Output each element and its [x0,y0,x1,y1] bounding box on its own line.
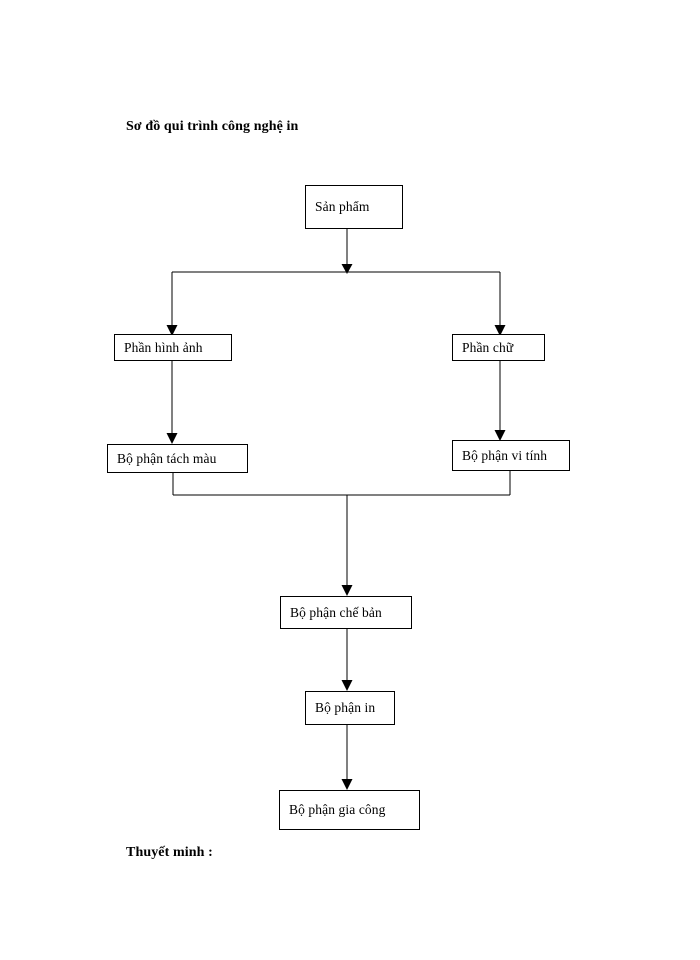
arrowhead-bo-phan-che-ban [341,585,353,596]
node-bo-phan-in[interactable]: Bộ phận in [305,691,395,725]
page-title: Sơ đồ qui trình công nghệ in [126,119,299,134]
node-bo-phan-gia-cong[interactable]: Bộ phận gia công [279,790,420,830]
arrowhead-bo-phan-tach-mau [166,433,178,444]
node-bo-phan-tach-mau[interactable]: Bộ phận tách màu [107,444,248,473]
node-bo-phan-che-ban[interactable]: Bộ phận chế bản [280,596,412,629]
arrowhead-split-bar [341,264,353,274]
arrowhead-bo-phan-gia-cong [341,779,353,790]
node-san-pham[interactable]: Sản phẩm [305,185,403,229]
legend-label: Thuyết minh : [126,845,213,860]
node-phan-chu[interactable]: Phần chữ [452,334,545,361]
node-phan-hinh-anh[interactable]: Phần hình ảnh [114,334,232,361]
node-bo-phan-vi-tinh[interactable]: Bộ phận vi tính [452,440,570,471]
arrowhead-bo-phan-in [341,680,353,691]
